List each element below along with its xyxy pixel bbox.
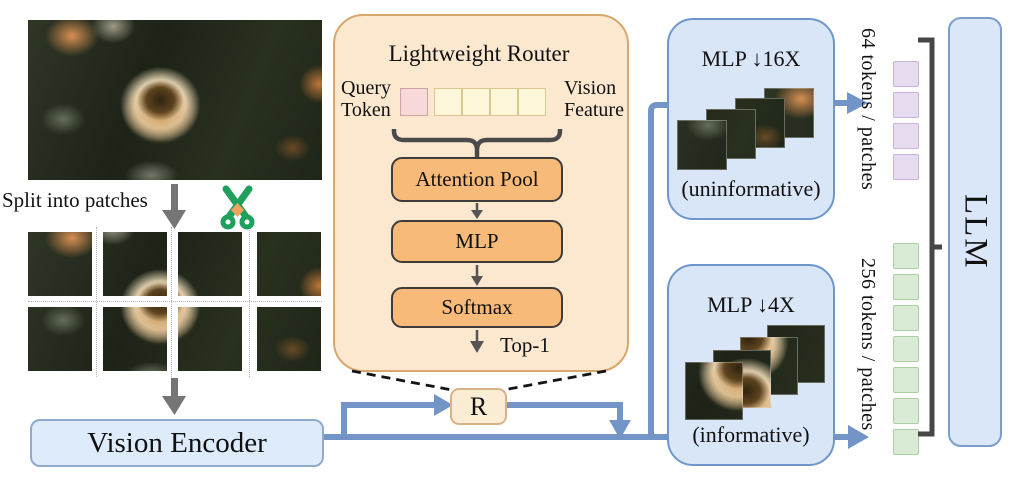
router-node-box: R bbox=[450, 388, 507, 425]
vision-encoder-box: Vision Encoder bbox=[30, 419, 324, 467]
vision-feature-square bbox=[518, 88, 546, 116]
image-patch bbox=[103, 307, 167, 371]
vision-feature-square bbox=[434, 88, 462, 116]
connector-branch-to-router-node bbox=[341, 402, 436, 437]
vision-encoder-label: Vision Encoder bbox=[87, 426, 267, 459]
uninformative-token-column bbox=[893, 61, 919, 180]
image-patch bbox=[178, 307, 242, 371]
uninformative-patch-thumb bbox=[677, 120, 727, 170]
top1-label: Top-1 bbox=[500, 333, 550, 357]
softmax-box: Softmax bbox=[391, 287, 563, 328]
attention-pool-box: Attention Pool bbox=[391, 157, 563, 202]
mlp-16x-title: MLP ↓16X bbox=[701, 46, 801, 71]
attention-pool-label: Attention Pool bbox=[415, 167, 539, 191]
mlp-4x-title: MLP ↓4X bbox=[707, 292, 795, 317]
uninformative-caption: (uninformative) bbox=[681, 176, 821, 201]
vision-feature-square bbox=[462, 88, 490, 116]
uninformative-tokens-label: 64 tokens / patches bbox=[857, 28, 879, 191]
arrowhead-down-to-main-line bbox=[609, 420, 631, 439]
softmax-label: Softmax bbox=[441, 295, 513, 319]
arrowhead-to-purple-tokens bbox=[847, 92, 868, 114]
image-patch bbox=[28, 232, 92, 296]
token-square bbox=[893, 305, 919, 331]
token-square bbox=[893, 336, 919, 362]
arrowhead-to-green-tokens bbox=[848, 425, 869, 449]
patch-cut-line bbox=[96, 227, 97, 377]
image-patch bbox=[103, 232, 167, 296]
informative-tokens-label: 256 tokens / patches bbox=[857, 258, 879, 431]
mlp-4x-box: MLP ↓4X (informative) bbox=[667, 264, 835, 466]
image-patch bbox=[28, 307, 92, 371]
informative-caption: (informative) bbox=[692, 422, 810, 447]
vision-feature-label: Vision Feature bbox=[564, 77, 624, 121]
llm-box: LLM bbox=[948, 17, 1002, 447]
image-patch bbox=[257, 232, 321, 296]
token-square bbox=[893, 154, 919, 180]
mlp-stage-box: MLP bbox=[391, 220, 563, 263]
token-square bbox=[893, 92, 919, 118]
image-patch bbox=[178, 232, 242, 296]
token-square bbox=[893, 367, 919, 393]
vision-feature-square bbox=[490, 88, 518, 116]
token-square bbox=[893, 61, 919, 87]
mlp-16x-box: MLP ↓16X (uninformative) bbox=[667, 18, 835, 220]
token-square bbox=[893, 274, 919, 300]
informative-patch-thumb bbox=[685, 362, 743, 420]
arrowhead-into-router-node bbox=[434, 394, 453, 416]
patch-cut-line bbox=[28, 301, 322, 302]
input-image bbox=[28, 20, 322, 180]
connector-router-node-out bbox=[503, 402, 623, 422]
patch-cut-line bbox=[171, 227, 172, 377]
token-square bbox=[893, 123, 919, 149]
token-square bbox=[893, 429, 919, 455]
connector-vertical-to-uninformative bbox=[648, 102, 668, 434]
token-square bbox=[893, 398, 919, 424]
token-square bbox=[893, 243, 919, 269]
mlp-stage-label: MLP bbox=[455, 229, 499, 253]
router-node-label: R bbox=[469, 391, 488, 421]
query-token-label: Query Token bbox=[341, 77, 391, 121]
split-into-patches-label: Split into patches bbox=[2, 188, 148, 212]
patch-cut-line bbox=[249, 227, 250, 377]
informative-token-column bbox=[893, 243, 919, 455]
llm-label: LLM bbox=[957, 194, 994, 270]
image-patch bbox=[257, 307, 321, 371]
query-token-square bbox=[400, 88, 428, 116]
router-title: Lightweight Router bbox=[388, 41, 570, 66]
